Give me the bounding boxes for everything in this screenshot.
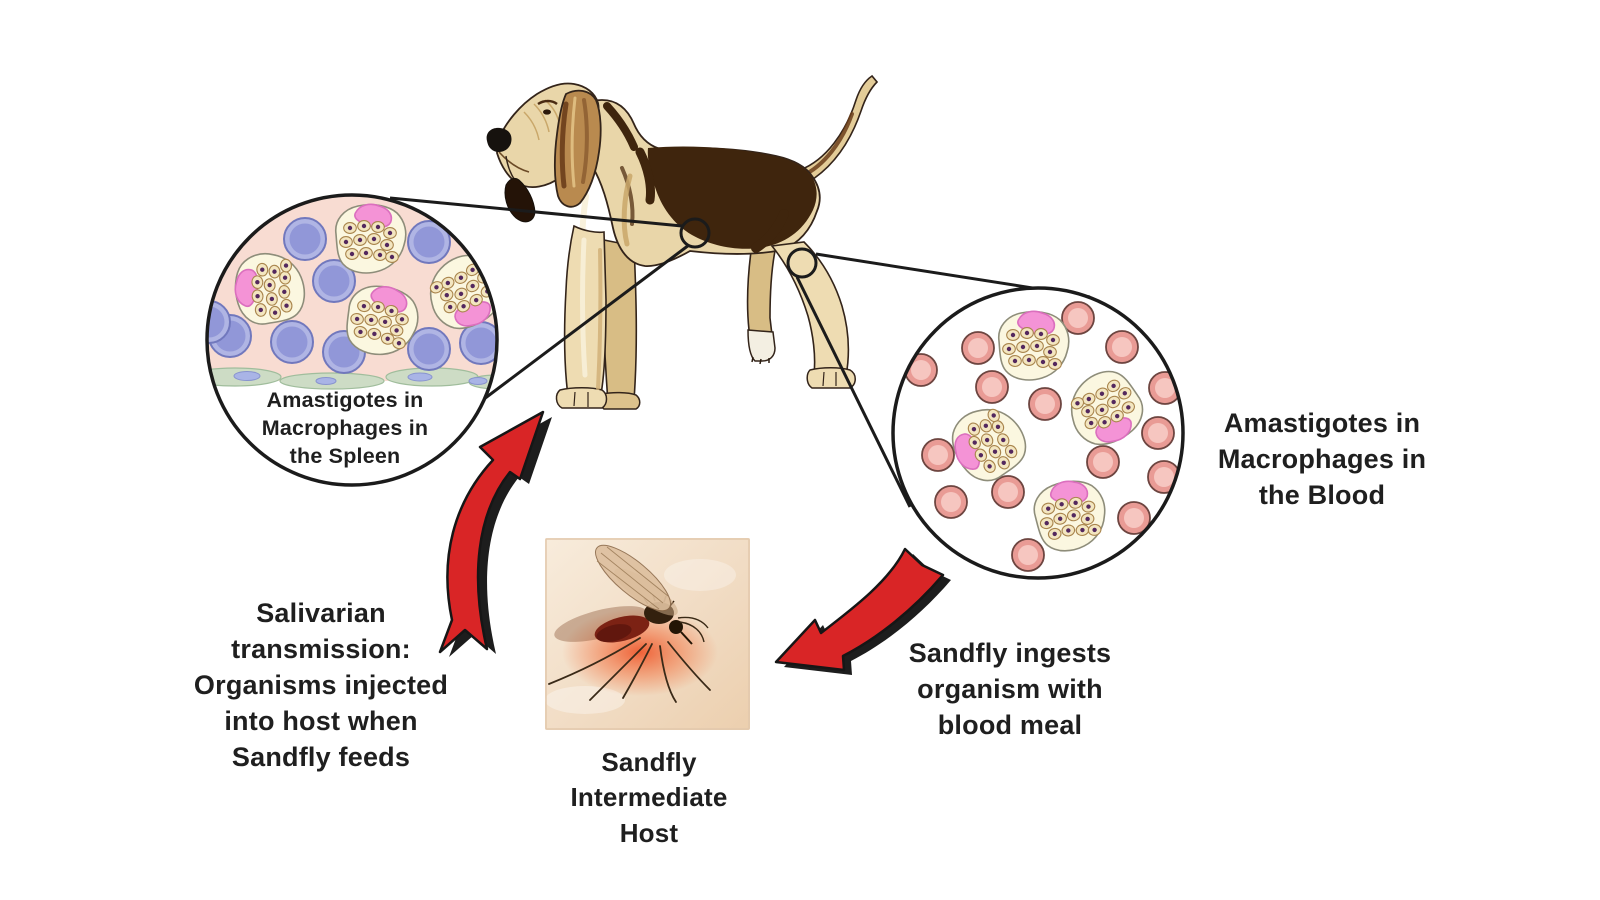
dog-far-front-leg [602,239,638,403]
dog-near-hind-leg [770,241,856,389]
fly-legs [548,637,711,703]
dog-tail [798,74,879,185]
sandfly-ingests-label: Sandfly ingests organism with blood meal [908,638,1112,740]
dog-near-front-leg [555,224,608,409]
spleen-line-lower [471,243,690,410]
blood-inset-circle [891,286,1185,580]
fly-head [669,620,683,634]
dog-saddle-patch [603,102,817,253]
spleen-inset-label: Amastigotes in Macrophages in the Spleen [261,388,429,468]
transmission-arrow-up [438,410,552,657]
dog-far-hind-leg [746,243,777,365]
dog-nose [486,127,512,153]
sandfly-host-label: Sandfly Intermediate Host [570,747,728,848]
ingestion-arrow-down [774,547,951,675]
spleen-sample-marker [679,217,711,249]
blood-line-lower [795,276,912,508]
fly-shadow [554,606,648,642]
spleen-line-upper [389,196,683,228]
sandfly-photo [545,538,750,730]
blood-sample-marker [786,247,818,279]
salivarian-transmission-label: Salivarian transmission: Organisms injec… [193,598,449,772]
dog-eye [543,109,551,115]
dog-ear [553,89,602,208]
dog-illustration [486,74,879,410]
blood-inset-label: Amastigotes in Macrophages in the Blood [1217,408,1427,510]
